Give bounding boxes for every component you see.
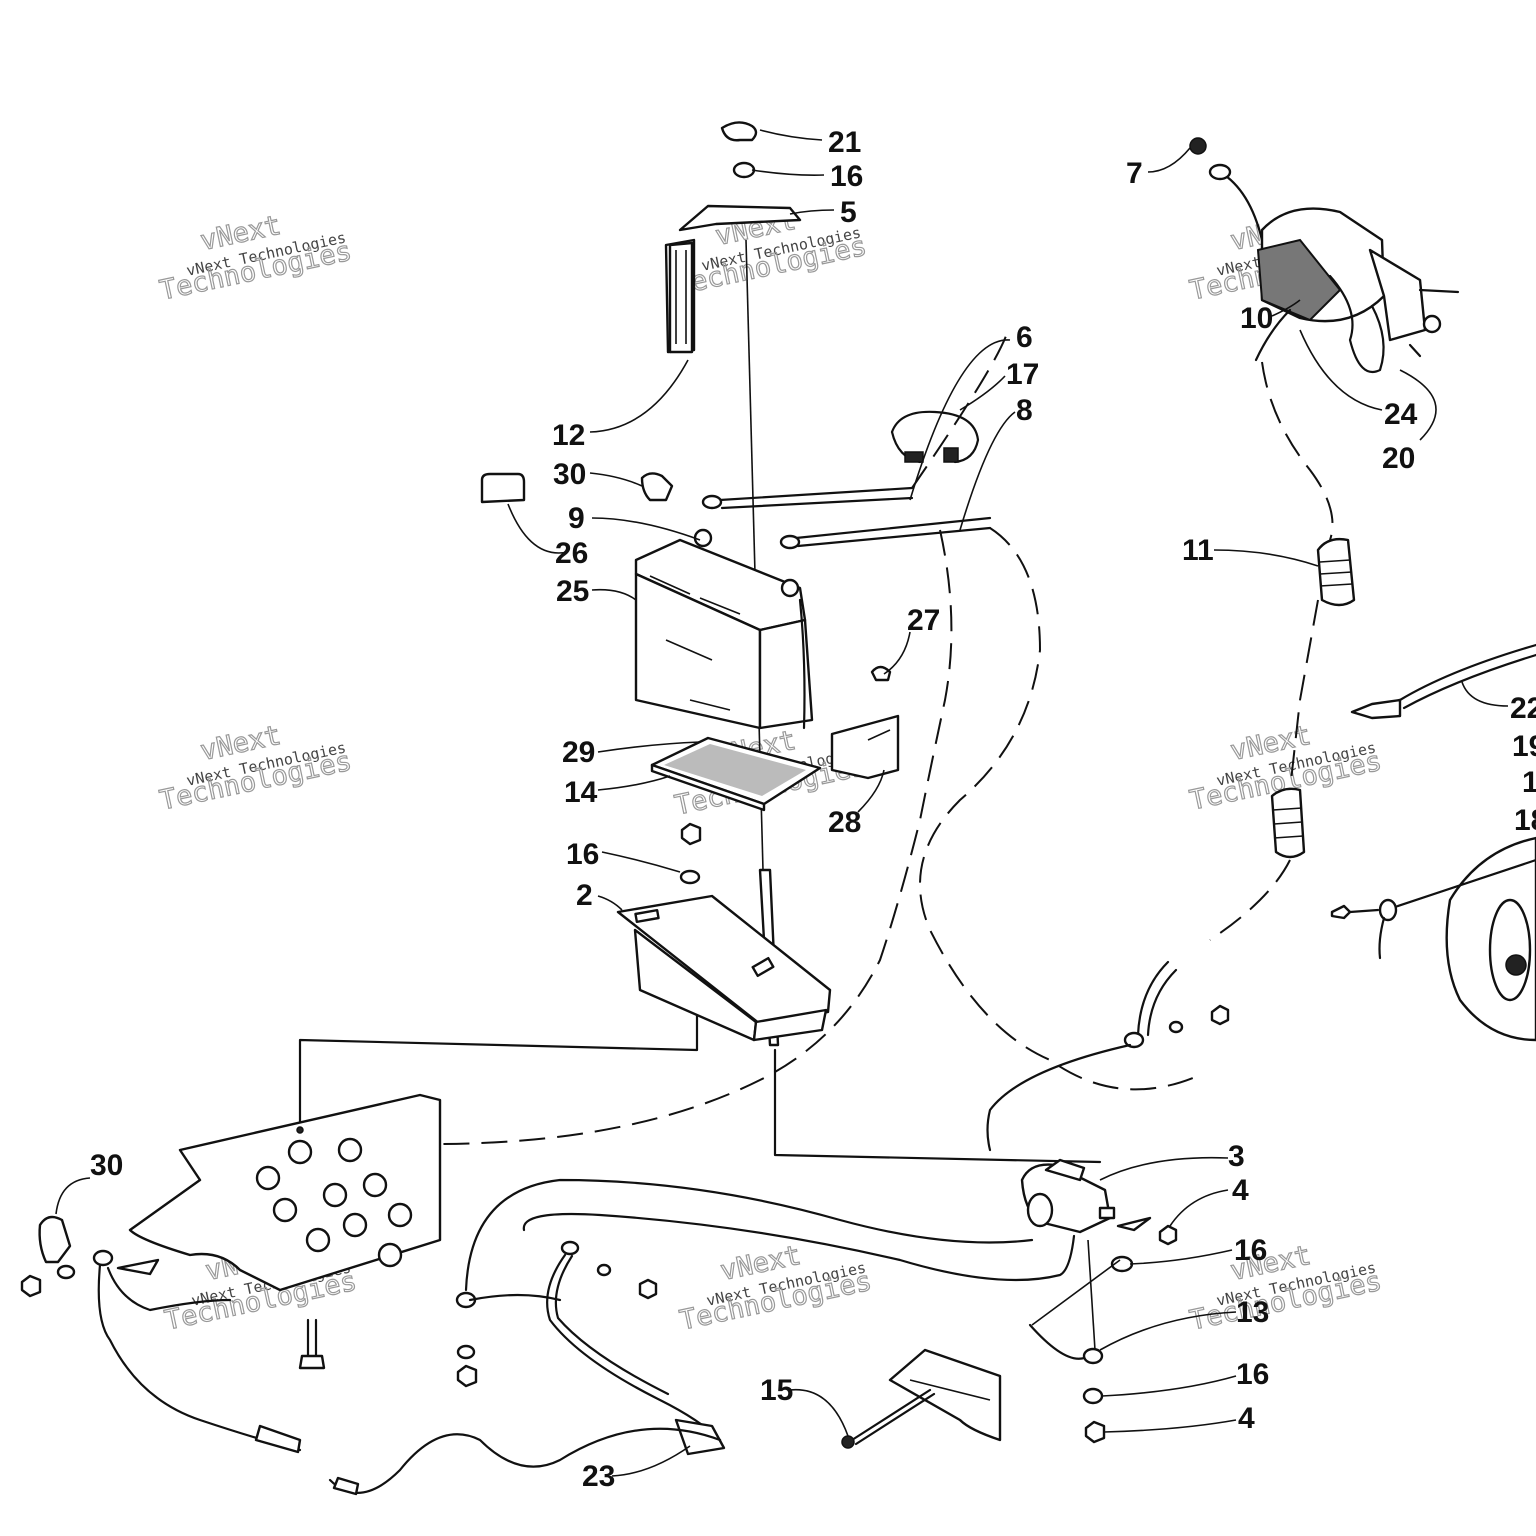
washer-left [56, 1264, 76, 1280]
wing-nut-21 [720, 121, 758, 142]
label-10: 10 [1240, 302, 1273, 335]
battery-tray-2 [616, 894, 832, 1042]
routing-starter-cable-bottom [1209, 859, 1291, 941]
label-21: 21 [828, 126, 861, 159]
starter-cable-end [1123, 960, 1230, 1049]
label-15: 15 [760, 1374, 793, 1407]
part-labels: 21 16 5 12 30 26 9 25 6 17 8 27 29 14 28… [90, 126, 1536, 1493]
label-16: 16 [1236, 1358, 1269, 1391]
label-3: 3 [1228, 1140, 1245, 1173]
label-16: 16 [1234, 1234, 1267, 1267]
battery-vent-tube [798, 598, 806, 730]
label-12: 12 [552, 419, 585, 452]
label-24: 24 [1384, 398, 1418, 431]
label-7: 7 [1126, 157, 1143, 190]
label-18: 18 [1514, 804, 1536, 837]
label-2: 2 [576, 879, 593, 912]
label-27: 27 [907, 604, 940, 637]
watermark: vNext vNext Technologies Technologies [156, 209, 354, 307]
watermark: vNext vNext Technologies Technologies [1186, 1239, 1384, 1337]
nut-16-mid [680, 822, 702, 846]
leader-lines [55, 129, 1509, 1477]
arrow-left [116, 1258, 160, 1276]
ground-cable-left-2 [106, 1266, 232, 1312]
boot-11-upper [1316, 537, 1356, 607]
battery-cable-6 [701, 486, 914, 510]
routing-starter-cable [1261, 361, 1334, 541]
label-16: 16 [566, 838, 599, 871]
terminal-cover-26 [480, 472, 526, 504]
label-13: 13 [1236, 1296, 1269, 1329]
pad-12 [668, 241, 694, 354]
label-23: 23 [582, 1460, 615, 1493]
nut-left [20, 1274, 42, 1298]
bracket-28 [830, 714, 900, 780]
washer-16-mid [679, 869, 701, 885]
harness-23 [254, 1240, 726, 1496]
routing-starter-cable-lower [1289, 599, 1319, 791]
routing-dashed-right [919, 527, 1201, 1091]
watermark: vNext vNext Technologies Technologies [156, 719, 354, 817]
washer-16-bottom [1082, 1387, 1104, 1405]
solenoid-3 [1020, 1158, 1178, 1273]
starter-motor [1189, 137, 1460, 358]
routing-dashed-mid [329, 529, 953, 1145]
label-30: 30 [553, 458, 586, 491]
solenoid-wire [986, 1043, 1132, 1152]
label-26: 26 [555, 537, 588, 570]
label-29: 29 [562, 736, 595, 769]
solenoid-ground-lead-2 [464, 1178, 1034, 1292]
watermark: vNext vNext Technologies Technologies [676, 1239, 874, 1337]
label-28: 28 [828, 806, 861, 839]
hose-clamp-17 [890, 410, 980, 464]
label-6: 6 [1016, 321, 1033, 354]
label-30: 30 [90, 1149, 123, 1182]
boot-11-lower [1270, 787, 1306, 859]
label-16: 16 [830, 160, 863, 193]
wire-harness-22 [1350, 643, 1536, 720]
magneto-assembly [1330, 836, 1536, 1042]
label-22: 22 [1510, 692, 1536, 725]
starter-wire-24 [1328, 274, 1385, 373]
battery-cable-8 [779, 516, 992, 550]
starter-cable-10 [1254, 308, 1292, 362]
bracket-13 [1028, 1239, 1121, 1365]
bolt-left [298, 1318, 326, 1370]
label-4: 4 [1238, 1402, 1255, 1435]
battery-25 [634, 528, 814, 730]
bolt-15 [841, 1388, 936, 1449]
solenoid-ground-lead [522, 1212, 1076, 1282]
label-9: 9 [568, 502, 585, 535]
label-4: 4 [1232, 1174, 1249, 1207]
pad-29-14 [650, 736, 822, 812]
cable-eye-left [92, 1249, 114, 1267]
label-1: 1 [1522, 766, 1536, 799]
label-5: 5 [840, 196, 857, 229]
label-25: 25 [556, 575, 589, 608]
vent-plug-27 [870, 665, 892, 682]
washer-16-top [732, 161, 756, 179]
boot-30-top [640, 472, 674, 502]
label-11: 11 [1182, 534, 1214, 567]
label-8: 8 [1016, 394, 1033, 427]
boot-30-bottom [38, 1215, 72, 1264]
chassis-plate [128, 1093, 442, 1292]
label-20: 20 [1382, 442, 1415, 475]
label-14: 14 [564, 776, 598, 809]
assembly-line-stud-to-solenoid [773, 1048, 1102, 1164]
nut-4-bottom [1084, 1420, 1106, 1444]
label-19: 19 [1512, 730, 1536, 763]
label-17: 17 [1006, 358, 1039, 391]
assembly-line-tray-to-chassis [298, 998, 699, 1132]
routing-cable-6 [911, 329, 1009, 489]
mount-plate [888, 1348, 1002, 1442]
